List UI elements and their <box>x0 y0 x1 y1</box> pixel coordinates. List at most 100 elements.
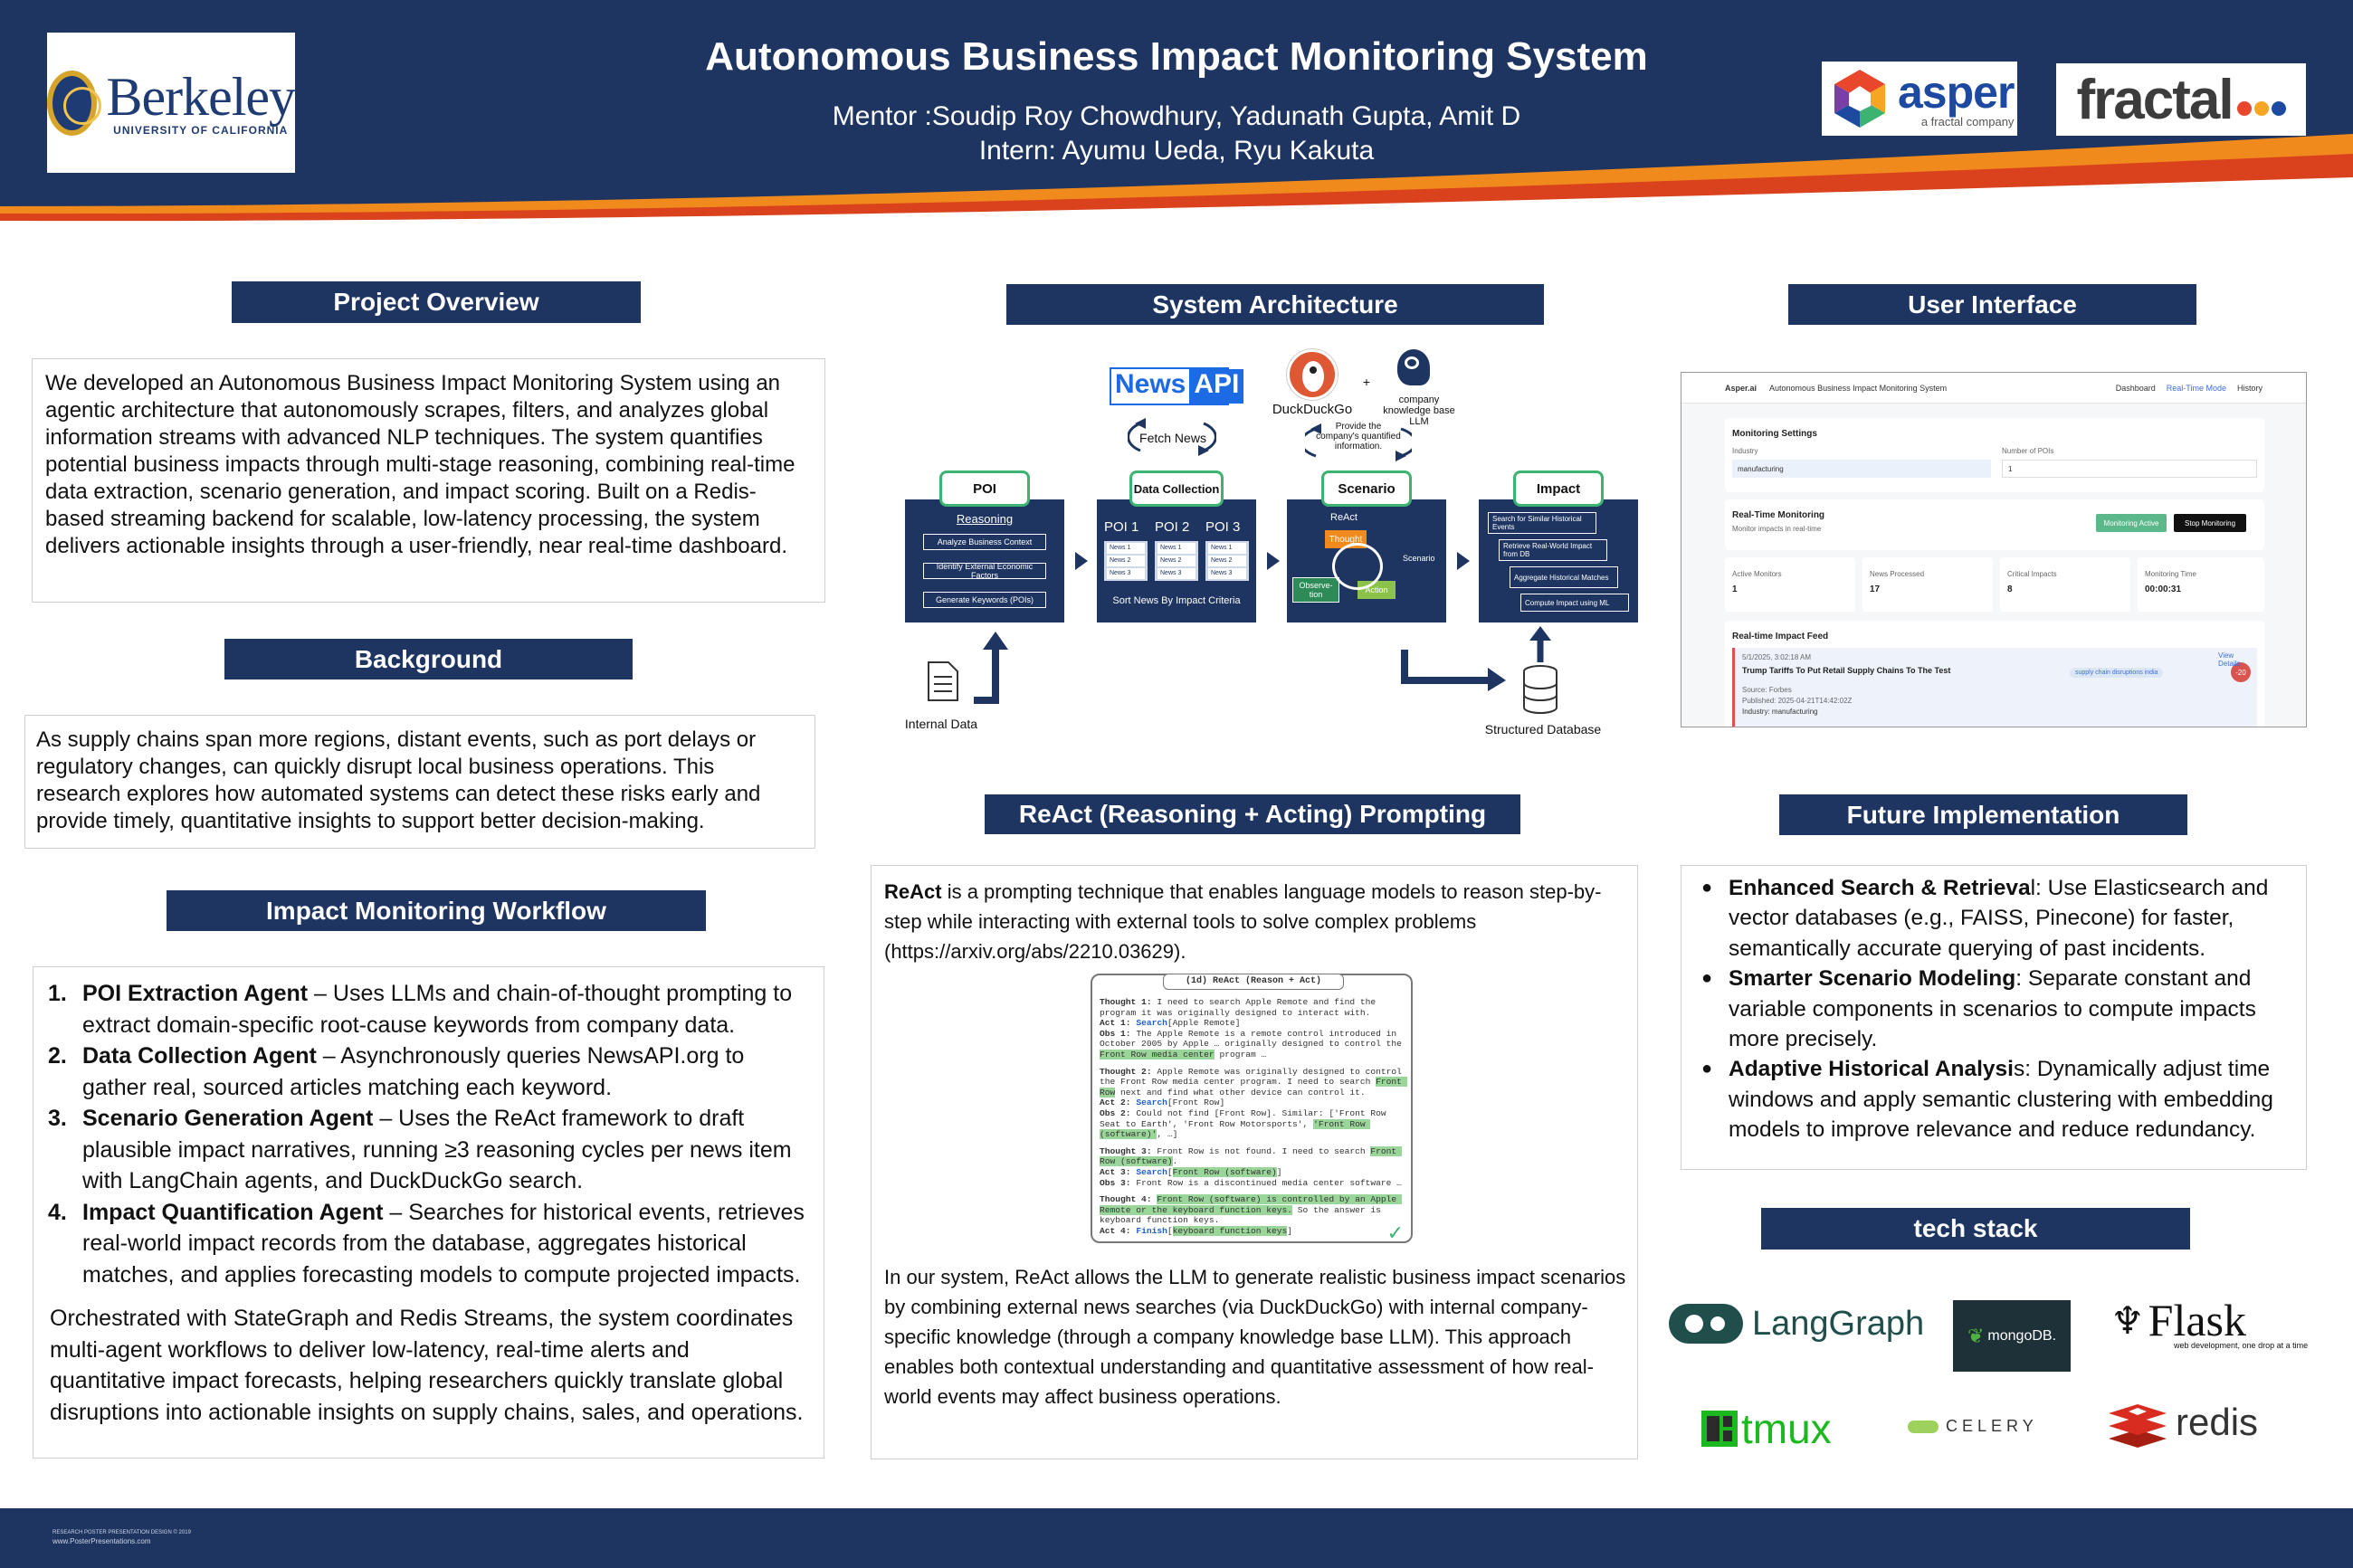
poster-title: Autonomous Business Impact Monitoring Sy… <box>705 34 1648 79</box>
ui-feed-headline: Trump Tariffs To Put Retail Supply Chain… <box>1742 666 1951 675</box>
trace-line: Thought 1: I need to search Apple Remote… <box>1100 997 1381 1018</box>
ui-realtime-card: Real-Time Monitoring Monitor impacts in … <box>1725 499 2264 550</box>
ui-pois-label: Number of POIs <box>2002 447 2054 455</box>
architecture-diagram: News API DuckDuckGo + company knowledge … <box>896 344 1656 742</box>
langgraph-icon <box>1669 1304 1743 1344</box>
trace-line: Act 1: Search[Apple Remote] <box>1100 1018 1241 1029</box>
collection-footer: Sort News By Impact Criteria <box>1112 595 1241 606</box>
structured-db-label: Structured Database <box>1484 722 1602 736</box>
celery-logo: CELERY <box>1908 1417 2038 1436</box>
footer-url: www.PosterPresentations.com <box>52 1537 151 1545</box>
mentor-line: Mentor :Soudip Roy Chowdhury, Yadunath G… <box>832 101 1521 131</box>
workflow-list: 1.POI Extraction Agent – Uses LLMs and c… <box>39 978 811 1290</box>
trace-line: Obs 3: Front Row is a discontinued media… <box>1100 1177 1402 1188</box>
asper-logo: asper a fractal company <box>1822 62 2017 136</box>
database-icon <box>1523 665 1558 714</box>
tmux-logo: tmux <box>1701 1404 1832 1453</box>
ui-monitoring-active-button[interactable]: Monitoring Active <box>2096 514 2167 532</box>
ui-industry-label: Industry <box>1732 447 1758 455</box>
scenario-output: Scenario <box>1403 554 1435 563</box>
ui-rt-title: Real-Time Monitoring <box>1732 510 1825 520</box>
impact-step: Retrieve Real-World Impact from DB <box>1499 539 1607 561</box>
ui-feed-item[interactable]: 5/1/2025, 3:02:18 AM Trump Tariffs To Pu… <box>1732 648 2257 727</box>
observation-node: Observe-tion <box>1292 577 1339 603</box>
fractal-dots-icon <box>2234 83 2286 116</box>
up-arrow-icon <box>974 632 1008 704</box>
collection-col: POI 1 <box>1104 519 1139 535</box>
ui-nav-realtime[interactable]: Real-Time Mode <box>2166 383 2226 393</box>
fetch-cycle-icon <box>1128 418 1216 456</box>
ui-nav-dashboard[interactable]: Dashboard <box>2115 383 2156 393</box>
ui-stop-button[interactable]: Stop Monitoring <box>2174 514 2246 532</box>
heading-system-architecture: System Architecture <box>1006 284 1544 325</box>
newsapi-logo: News API <box>1110 367 1244 405</box>
future-item: Smarter Scenario Modeling: Separate cons… <box>1691 964 2297 1054</box>
trace-line: Thought 3: Front Row is not found. I nee… <box>1100 1145 1402 1167</box>
poster-header: Berkeley UNIVERSITY OF CALIFORNIA Autono… <box>0 0 2353 226</box>
background-box: As supply chains span more regions, dist… <box>24 715 815 849</box>
tmux-icon <box>1701 1411 1738 1447</box>
fractal-logo: fractal <box>2056 63 2306 136</box>
react-trace-figure: (1d) ReAct (Reason + Act) Thought 1: I n… <box>1091 974 1413 1244</box>
uc-seal-icon <box>47 70 102 136</box>
provide-cycle-icon <box>1305 423 1412 461</box>
future-item: Adaptive Historical Analysis: Dynamicall… <box>1691 1054 2297 1145</box>
impact-label: Impact <box>1513 470 1604 507</box>
plus-sign: + <box>1362 375 1371 389</box>
news-chip: News 2 <box>1107 556 1145 566</box>
workflow-closing: Orchestrated with StateGraph and Redis S… <box>50 1306 804 1425</box>
news-chip: News 3 <box>1107 568 1145 579</box>
fractal-wordmark: fractal <box>2076 68 2234 131</box>
heading-background: Background <box>224 639 633 679</box>
trace-line: Thought 2: Apple Remote was originally d… <box>1100 1066 1407 1098</box>
react-box: ReAct is a prompting technique that enab… <box>871 865 1638 1459</box>
berkeley-wordmark: Berkeley <box>106 66 296 127</box>
ui-nav-history[interactable]: History <box>2236 383 2262 393</box>
poi-reasoning-title: Reasoning <box>956 512 1014 526</box>
ui-screenshot: Asper.ai Autonomous Business Impact Moni… <box>1681 372 2307 727</box>
news-chip: News 1 <box>1208 543 1246 554</box>
ui-feed-title: Real-time Impact Feed <box>1732 632 1829 641</box>
brain-head-icon <box>1397 349 1430 385</box>
workflow-item: 3.Scenario Generation Agent – Uses the R… <box>48 1106 792 1193</box>
workflow-item: 4.Impact Quantification Agent – Searches… <box>48 1199 805 1288</box>
ui-industry-field[interactable]: manufacturing <box>1732 460 1991 478</box>
ui-pois-field[interactable]: 1 <box>2002 460 2257 478</box>
langgraph-logo: LangGraph <box>1669 1304 1924 1344</box>
heading-tech-stack: tech stack <box>1761 1208 2190 1250</box>
ui-stat-card: Critical Impacts 8 <box>2000 557 2130 612</box>
react-outro: In our system, ReAct allows the LLM to g… <box>884 1266 1626 1408</box>
stage-arrow <box>1267 552 1280 570</box>
impact-step: Compute Impact using ML <box>1520 594 1629 612</box>
workflow-box: 1.POI Extraction Agent – Uses LLMs and c… <box>33 966 824 1459</box>
poi-step: Identify External Economic Factors <box>923 562 1046 580</box>
intern-line: Intern: Ayumu Ueda, Ryu Kakuta <box>978 136 1375 166</box>
mongodb-logo: ❦ mongoDB. <box>1953 1300 2071 1372</box>
ui-settings-card: Monitoring Settings Industry manufacturi… <box>1725 418 2264 492</box>
berkeley-logo: Berkeley UNIVERSITY OF CALIFORNIA <box>47 33 296 173</box>
heading-react: ReAct (Reasoning + Acting) Prompting <box>985 794 1520 834</box>
news-chip: News 2 <box>1208 556 1246 566</box>
provide-label: Provide the company's quantified informa… <box>1316 422 1401 451</box>
trace-title: (1d) ReAct (Reason + Act) <box>1163 974 1344 990</box>
react-cycle-icon <box>1332 543 1383 590</box>
news-chip: News 1 <box>1157 543 1196 554</box>
ui-feed-tag: supply chain disruptions india <box>2070 668 2164 678</box>
poi-step: Generate Keywords (POIs) <box>923 592 1046 608</box>
trace-line: Obs 1: The Apple Remote is a remote cont… <box>1100 1028 1402 1060</box>
ui-view-details-link[interactable]: View Details <box>2218 651 2241 668</box>
flask-logo: ♆ Flask web development, one drop at a t… <box>2110 1295 2309 1350</box>
leaf-icon: ❦ <box>1967 1324 1985 1347</box>
trace-line: Act 3: Search[Front Row (software)] <box>1100 1166 1282 1177</box>
ui-stat-card: News Processed 17 <box>1862 557 1993 612</box>
kb-label: company knowledge base LLM <box>1383 394 1455 427</box>
react-label: ReAct <box>1330 512 1358 523</box>
impact-stage: Search for Similar Historical Events Ret… <box>1479 499 1638 622</box>
workflow-item: 1.POI Extraction Agent – Uses LLMs and c… <box>48 981 793 1038</box>
heading-workflow: Impact Monitoring Workflow <box>167 890 706 931</box>
down-right-arrow-icon <box>1401 650 1506 691</box>
ui-feed-score: -20 <box>2231 662 2251 682</box>
ui-app-title: Autonomous Business Impact Monitoring Sy… <box>1769 383 1948 393</box>
